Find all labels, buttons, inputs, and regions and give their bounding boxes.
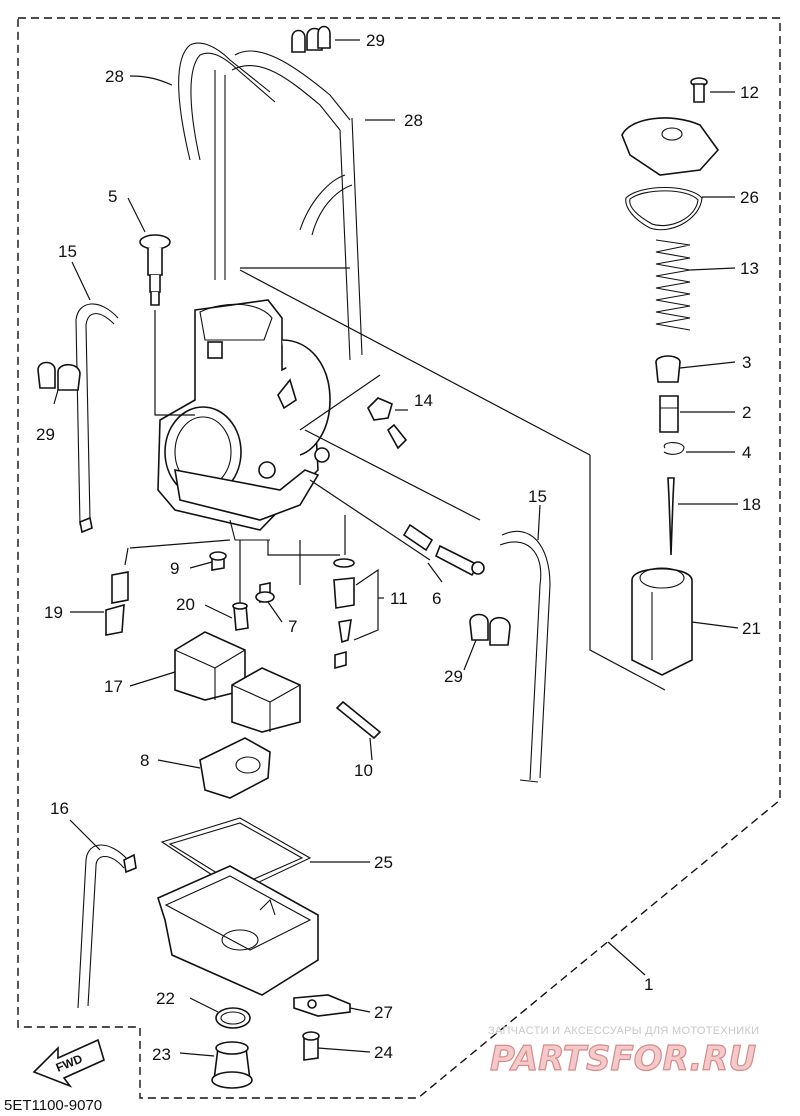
- jet-needle-20: [667, 477, 675, 556]
- fwd-arrow: FWD: [32, 1038, 105, 1088]
- clip-29-left: [37, 361, 81, 391]
- callout-23: 21: [742, 619, 761, 638]
- o-ring-18: [215, 1007, 251, 1029]
- float-pin-10: [335, 700, 382, 740]
- baffle-8: [199, 737, 271, 799]
- clip-29-top: [291, 25, 331, 53]
- float-17: [174, 631, 301, 733]
- pilot-jet-21: [105, 571, 129, 636]
- callout-3: 3: [742, 353, 751, 372]
- callout-24: 25: [374, 853, 393, 872]
- vent-hose-15-left: [75, 303, 119, 534]
- callout-6: 6: [432, 589, 441, 608]
- callout-1: 1: [644, 975, 653, 994]
- drain-hose-16: [77, 844, 137, 1009]
- needle-holder-3: [655, 355, 681, 383]
- screw-9: [209, 551, 227, 571]
- callout-10: 10: [354, 761, 373, 780]
- callout-29-left: 29: [36, 425, 55, 444]
- main-jet-22: [232, 602, 249, 631]
- bracket-26: [293, 994, 351, 1017]
- callout-29-top: 29: [366, 31, 385, 50]
- callout-19: 23: [152, 1045, 171, 1064]
- callout-21: 19: [44, 603, 63, 622]
- cable-guide-28: [178, 42, 363, 361]
- clip-29-right: [469, 613, 511, 646]
- callout-18: 22: [156, 989, 175, 1008]
- carburetor-body: [157, 299, 331, 541]
- callout-11: 11: [390, 589, 408, 608]
- screw-7: [255, 582, 275, 603]
- bolt-27: [302, 1031, 320, 1061]
- callout-25: 26: [740, 188, 759, 207]
- callout-2: 2: [742, 403, 751, 422]
- callout-16: 16: [50, 799, 69, 818]
- callout-7: 7: [288, 617, 297, 636]
- callout-14: 14: [414, 391, 433, 410]
- callout-28-left: 28: [105, 67, 124, 86]
- callout-labels: 29 28 28 5 15 29 12 26 13 3 2 14 4 18 15…: [36, 31, 761, 1064]
- assembly-boundary: [17, 17, 781, 1099]
- callout-28-right: 28: [404, 111, 423, 130]
- throttle-valve-23: [631, 567, 693, 676]
- vent-hose-15-right: [499, 530, 551, 783]
- callout-13: 13: [740, 259, 759, 278]
- callout-20: 18: [742, 495, 761, 514]
- callout-leaders: [53, 39, 739, 1057]
- cover-gasket-25: [625, 186, 703, 231]
- callout-22: 20: [176, 595, 195, 614]
- adjuster-screw-6: [402, 523, 485, 577]
- holder-2: [659, 395, 679, 433]
- callout-15-right: 15: [528, 487, 547, 506]
- callout-26: 27: [374, 1003, 393, 1022]
- top-cover-12: [621, 117, 720, 176]
- callout-27: 24: [374, 1043, 393, 1062]
- callout-29-right: 29: [444, 667, 463, 686]
- construction-lines: [124, 267, 666, 691]
- callout-17: 17: [104, 677, 123, 696]
- callout-9: 9: [170, 559, 179, 578]
- spring-13: [655, 239, 691, 331]
- drain-plug-19: [211, 1041, 253, 1089]
- screw-14: [367, 397, 408, 450]
- screw-12: [690, 77, 708, 103]
- callout-8: 8: [140, 751, 149, 770]
- diagram-code: 5ET1100-9070: [4, 1097, 102, 1114]
- watermark-brand: PARTSFOR.RU: [490, 1039, 756, 1079]
- callout-4: 4: [742, 443, 751, 462]
- callout-15-left: 15: [58, 242, 77, 261]
- needle-valve-11: [333, 558, 355, 670]
- clip-4: [663, 442, 685, 455]
- watermark-caption: ЗАПЧАСТИ И АКСЕССУАРЫ ДЛЯ МОТОТЕХНИКИ: [488, 1025, 759, 1037]
- starter-plunger-5: [139, 234, 171, 306]
- callout-5: 5: [108, 187, 117, 206]
- callout-12: 12: [740, 83, 759, 102]
- float-bowl: [157, 865, 319, 996]
